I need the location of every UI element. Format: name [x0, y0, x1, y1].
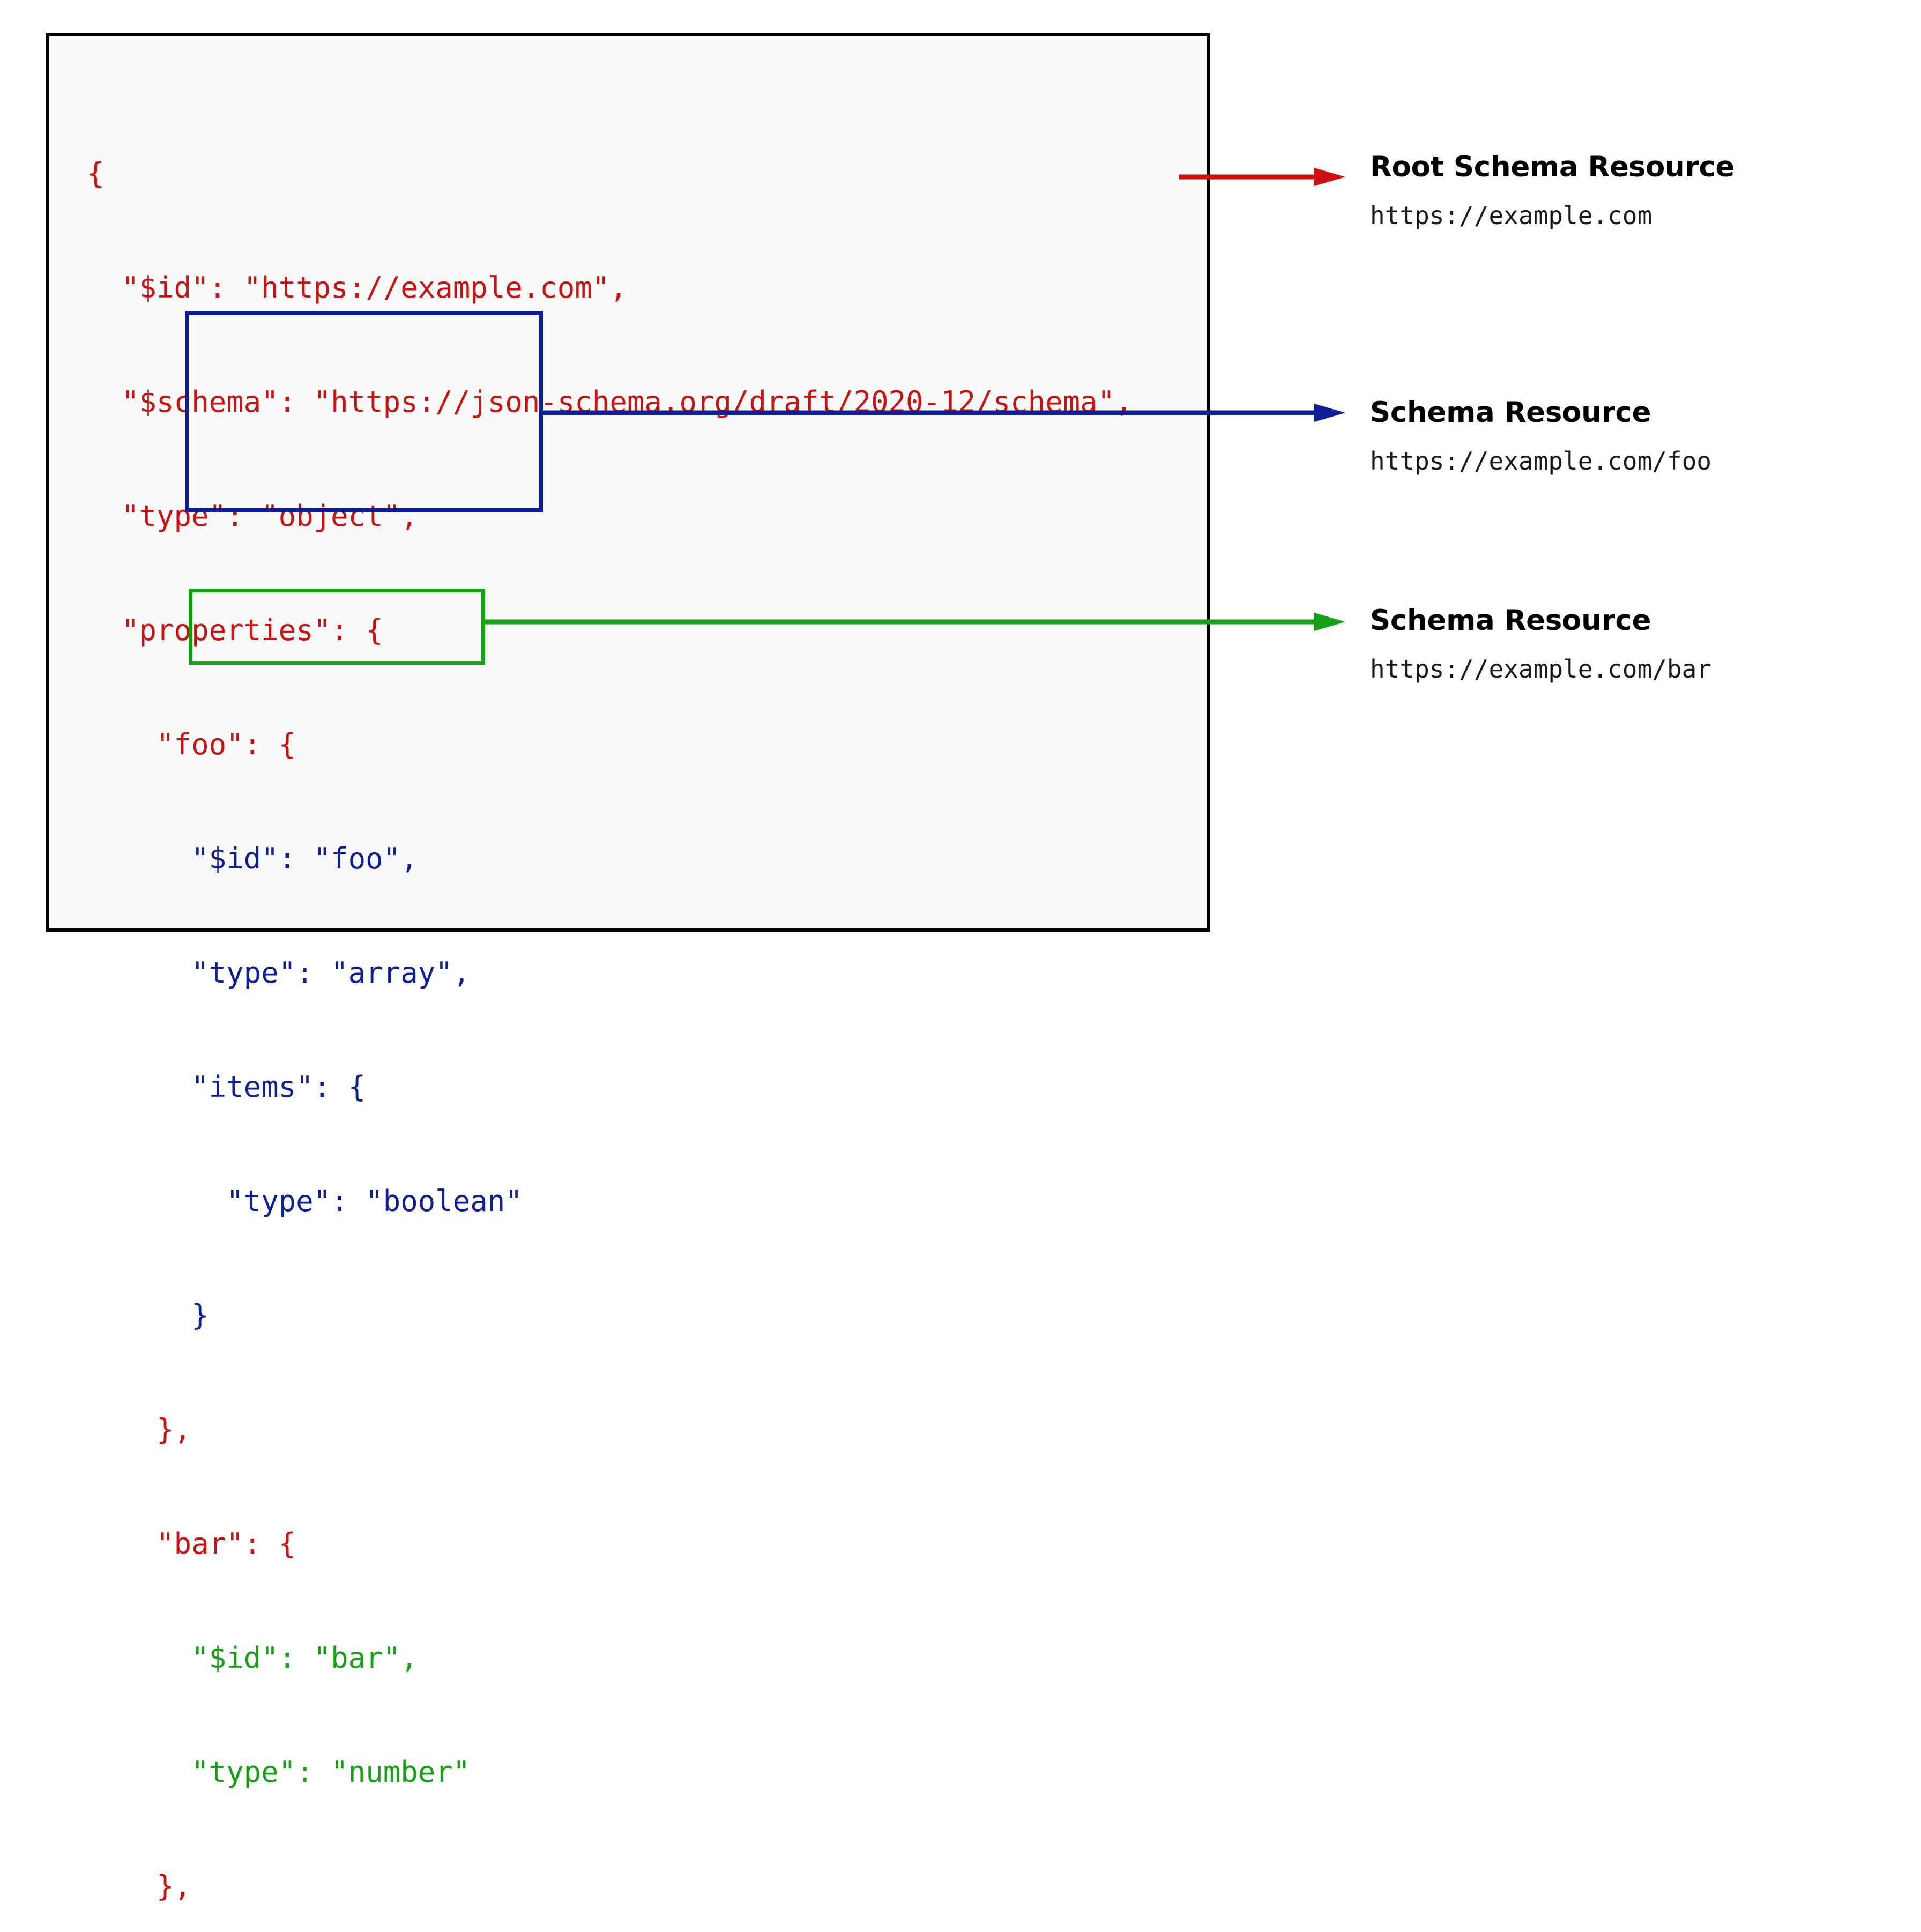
code-line: } — [87, 1298, 209, 1332]
arrow-foo-schema-icon — [539, 404, 1345, 422]
code-line: "type": "boolean" — [87, 1184, 523, 1218]
code-line: "foo": { — [87, 727, 296, 761]
code-line: "type": "number" — [87, 1755, 471, 1789]
code-line: "$id": "bar", — [87, 1641, 418, 1675]
highlight-box-foo — [185, 311, 543, 512]
code-line: }, — [87, 1413, 192, 1446]
code-line: "items": { — [87, 1070, 366, 1104]
annotation-title: Schema Resource — [1370, 604, 1651, 637]
annotation-title: Schema Resource — [1370, 396, 1651, 429]
annotation-root: Root Schema Resource https://example.com — [1370, 151, 1895, 231]
annotation-foo: Schema Resource https://example.com/foo — [1370, 397, 1895, 476]
code-line: "type": "array", — [87, 956, 471, 990]
highlight-box-bar — [189, 589, 485, 665]
arrow-root-schema-icon — [1179, 168, 1345, 186]
code-panel: { "$id": "https://example.com", "$schema… — [46, 33, 1210, 1903]
code-line: "$id": "https://example.com", — [87, 271, 627, 304]
annotation-url: https://example.com/foo — [1370, 447, 1711, 475]
code-line: { — [87, 157, 105, 190]
annotation-bar: Schema Resource https://example.com/bar — [1370, 605, 1895, 684]
code-line: "bar": { — [87, 1527, 296, 1561]
arrow-bar-schema-icon — [481, 613, 1345, 631]
code-line: }, — [87, 1869, 192, 1903]
annotation-url: https://example.com — [1370, 201, 1652, 230]
annotation-url: https://example.com/bar — [1370, 655, 1711, 683]
code-line: "$id": "foo", — [87, 842, 418, 875]
code-line: "type": "object", — [87, 499, 418, 533]
annotation-title: Root Schema Resource — [1370, 151, 1735, 183]
code-line: "properties": { — [87, 613, 383, 647]
